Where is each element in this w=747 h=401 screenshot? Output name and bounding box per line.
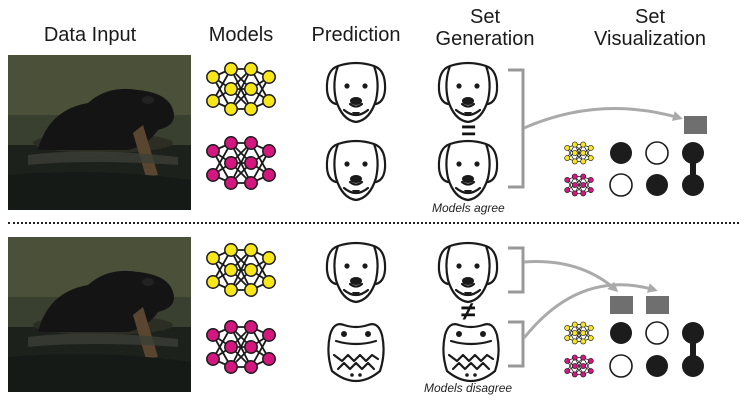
- set-dot-filled: [610, 322, 632, 344]
- dog-face-icon: [325, 241, 387, 304]
- crocodile-face-icon: [327, 323, 385, 383]
- set-dot-filled: [682, 322, 704, 344]
- set-arrow: [523, 260, 619, 292]
- header-models: Models: [208, 24, 274, 46]
- panel-divider: [8, 222, 739, 224]
- neural-network-icon: [564, 141, 594, 165]
- set-dot-filled: [646, 355, 668, 377]
- neural-network-icon: [205, 61, 277, 117]
- set-dot-filled: [682, 174, 704, 196]
- set-dot-empty: [609, 354, 633, 378]
- not-equal-symbol: ≠: [461, 296, 476, 326]
- set-bracket: [508, 320, 525, 368]
- neural-network-icon: [205, 319, 277, 375]
- neural-network-icon: [205, 135, 277, 191]
- header-set-generation-line2: Generation: [435, 28, 535, 50]
- input-photo-top: [8, 55, 191, 210]
- set-dot-filled: [682, 355, 704, 377]
- dog-face-icon: [437, 139, 499, 202]
- header-set-generation-line1: Set: [469, 6, 501, 28]
- set-arrow: [523, 107, 683, 130]
- swimming-dog-photo: [8, 55, 191, 210]
- neural-network-icon: [564, 173, 594, 197]
- neural-network-icon: [205, 242, 277, 298]
- equals-symbol: =: [461, 115, 477, 145]
- header-set-generation: Set Generation: [420, 6, 550, 50]
- dog-face-icon: [325, 139, 387, 202]
- header-set-visualization-line1: Set: [634, 6, 666, 28]
- crocodile-face-icon: [442, 323, 500, 383]
- header-data-input: Data Input: [43, 24, 137, 46]
- set-dot-empty: [645, 141, 669, 165]
- input-photo-bottom: [8, 237, 191, 392]
- neural-network-icon: [564, 354, 594, 378]
- set-arrow: [522, 283, 658, 339]
- header-set-visualization: Set Visualization: [570, 6, 730, 50]
- swimming-dog-photo: [8, 237, 191, 392]
- dog-face-icon: [325, 61, 387, 124]
- set-square-icon: [610, 296, 633, 314]
- set-dot-empty: [645, 321, 669, 345]
- dog-face-icon: [437, 241, 499, 304]
- set-bracket: [508, 246, 525, 294]
- set-square-icon: [646, 296, 669, 314]
- neural-network-icon: [564, 321, 594, 345]
- dog-face-icon: [437, 61, 499, 124]
- header-set-visualization-line2: Visualization: [594, 28, 706, 50]
- set-dot-empty: [609, 173, 633, 197]
- set-bracket: [508, 68, 525, 189]
- header-prediction: Prediction: [311, 24, 401, 46]
- set-square-icon: [684, 116, 707, 134]
- set-dot-filled: [610, 142, 632, 164]
- set-dot-filled: [682, 142, 704, 164]
- models-agree-caption: Models agree: [432, 201, 505, 215]
- set-dot-filled: [646, 174, 668, 196]
- models-disagree-caption: Models disagree: [424, 381, 513, 395]
